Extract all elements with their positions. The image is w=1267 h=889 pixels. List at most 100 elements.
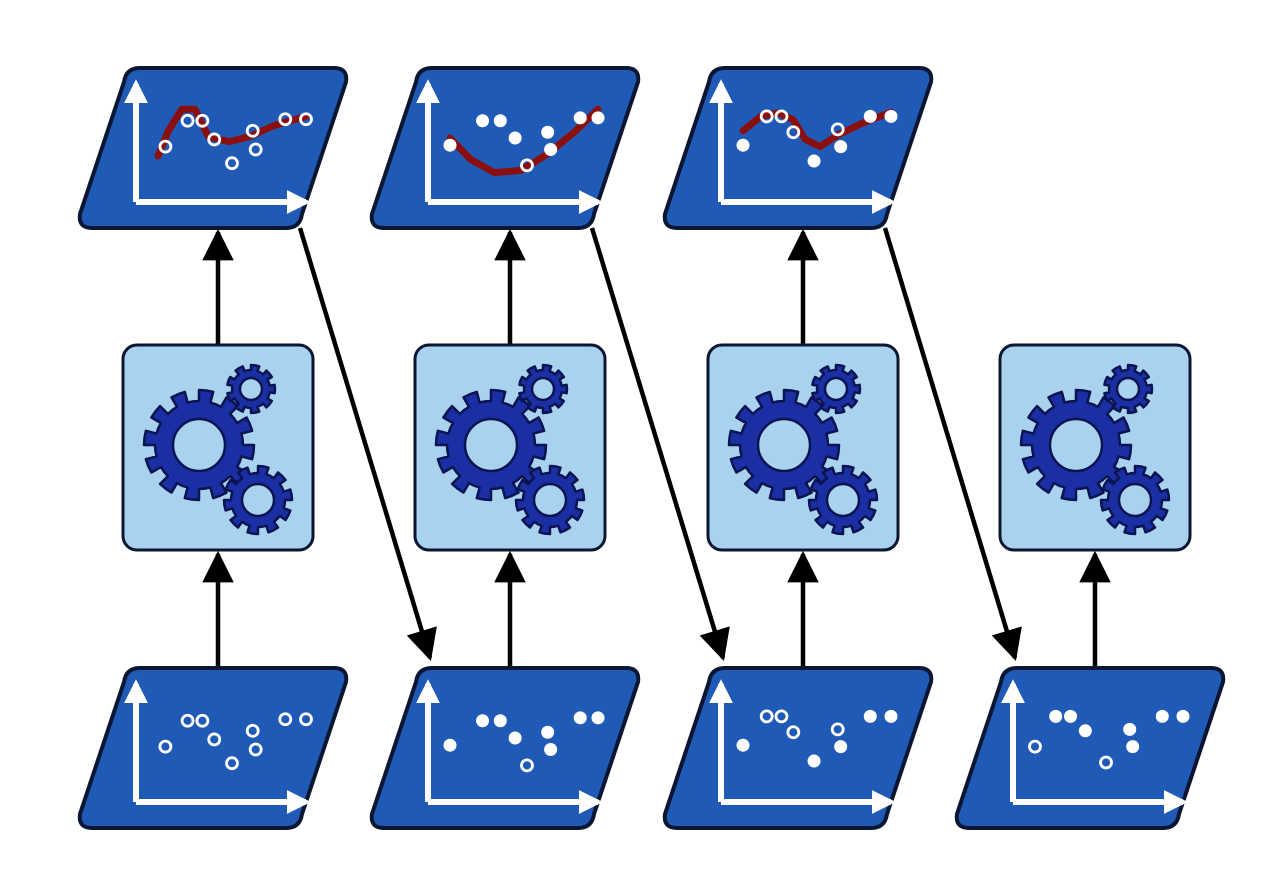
data-point-hollow	[225, 156, 239, 171]
arrow-model-to-next-dataset-3	[882, 227, 1022, 662]
large-gear-icon	[727, 388, 841, 502]
data-point-filled	[544, 743, 558, 757]
data-point-hollow	[180, 713, 195, 728]
dataset-card-1	[77, 666, 349, 830]
data-point-filled	[1176, 709, 1190, 723]
data-point-filled	[884, 709, 898, 723]
small-gear-icon	[1103, 363, 1154, 415]
gear-hole	[238, 376, 264, 402]
data-point-hollow	[830, 122, 845, 137]
data-point-hollow	[195, 713, 210, 728]
gear-hole	[240, 482, 276, 518]
data-point-hollow	[245, 723, 260, 738]
data-point-hollow	[158, 139, 173, 154]
card-frame	[77, 66, 349, 230]
data-point-filled	[1078, 724, 1092, 738]
data-point-filled	[1064, 709, 1078, 723]
data-point-hollow	[299, 712, 313, 727]
data-point-hollow	[245, 123, 260, 138]
medium-gear-icon	[514, 464, 586, 536]
fitted-curve	[739, 108, 895, 151]
arrows-layer	[202, 227, 1111, 668]
fitted-curve	[446, 105, 602, 177]
data-point-filled	[1126, 740, 1140, 754]
card-frame	[662, 666, 934, 830]
card-frame	[954, 666, 1226, 830]
data-point-hollow	[248, 142, 263, 157]
gear-hole	[1117, 482, 1153, 518]
learner-box-4	[998, 343, 1192, 552]
gear-hole	[823, 376, 849, 402]
data-point-hollow	[207, 732, 222, 747]
data-point-filled	[736, 738, 750, 752]
small-gear-icon	[811, 363, 862, 415]
card-frame	[662, 66, 934, 230]
data-point-filled	[1123, 722, 1137, 736]
learner-box-2	[413, 343, 607, 552]
card-frame	[369, 666, 641, 830]
learner-box-3	[706, 343, 900, 552]
large-gear-icon	[1019, 388, 1133, 502]
gear-hole	[1048, 417, 1104, 473]
small-gear-icon	[226, 363, 277, 415]
data-point-filled	[1049, 709, 1063, 723]
model-card-3	[662, 66, 934, 230]
data-point-hollow	[774, 109, 789, 124]
medium-gear-icon	[807, 464, 879, 536]
data-point-filled	[541, 125, 555, 139]
data-point-hollow	[299, 112, 313, 127]
data-point-hollow	[158, 739, 173, 754]
model-card-1	[77, 66, 349, 230]
data-point-filled	[884, 109, 898, 123]
gear-hole	[171, 417, 227, 473]
data-point-filled	[544, 143, 558, 157]
data-point-filled	[834, 740, 848, 754]
data-point-hollow	[786, 125, 801, 140]
data-point-filled	[443, 138, 457, 152]
data-point-filled	[476, 114, 490, 128]
gear-hole	[1115, 376, 1141, 402]
data-point-filled	[863, 709, 877, 723]
data-point-filled	[807, 754, 821, 768]
data-point-filled	[443, 738, 457, 752]
gear-hole	[825, 482, 861, 518]
gear-hole	[756, 417, 812, 473]
arrow-model-to-next-dataset-1	[297, 227, 437, 662]
gear-hole	[532, 482, 568, 518]
data-point-hollow	[774, 709, 789, 724]
medium-gear-icon	[1099, 464, 1171, 536]
data-point-hollow	[278, 712, 293, 727]
medium-gear-icon	[222, 464, 294, 536]
data-point-hollow	[278, 112, 293, 127]
data-point-hollow	[195, 113, 210, 128]
data-point-hollow	[759, 109, 774, 124]
data-point-filled	[1155, 709, 1169, 723]
data-point-hollow	[520, 158, 534, 173]
data-point-filled	[591, 711, 605, 725]
data-point-filled	[863, 109, 877, 123]
card-frame	[77, 666, 349, 830]
dataset-card-2	[369, 666, 641, 830]
dataset-card-3	[662, 666, 934, 830]
data-point-filled	[476, 714, 490, 728]
data-point-hollow	[207, 132, 222, 147]
data-point-hollow	[759, 709, 774, 724]
data-point-hollow	[1028, 739, 1042, 754]
gear-hole	[530, 376, 556, 402]
data-point-hollow	[1099, 755, 1113, 770]
data-point-filled	[493, 714, 507, 728]
data-point-hollow	[180, 113, 195, 128]
gear-hole	[463, 417, 519, 473]
data-point-filled	[834, 140, 848, 154]
data-point-hollow	[786, 725, 801, 740]
small-gear-icon	[518, 363, 569, 415]
dataset-card-4	[954, 666, 1226, 830]
card-frame	[369, 66, 641, 230]
model-card-2	[369, 66, 641, 230]
data-point-filled	[493, 114, 507, 128]
data-point-filled	[807, 154, 821, 168]
large-gear-icon	[142, 388, 256, 502]
large-gear-icon	[434, 388, 548, 502]
data-point-hollow	[830, 722, 845, 737]
